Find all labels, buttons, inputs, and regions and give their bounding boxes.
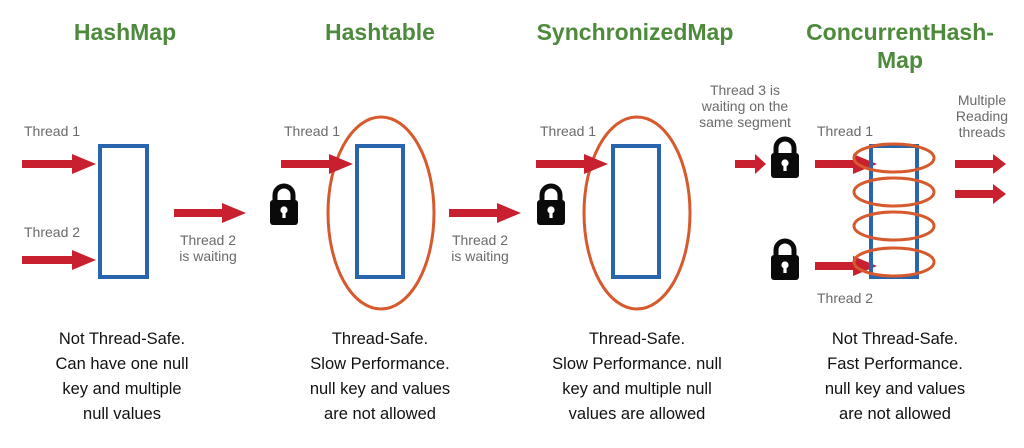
description-line: Can have one null <box>55 355 189 373</box>
synchronizedmap-thread2-waiting-label: Thread 2 is waiting <box>432 232 528 264</box>
label-line: threads <box>958 124 1006 140</box>
arrow-icon <box>174 203 246 223</box>
description-line: Not Thread-Safe. <box>831 330 959 348</box>
label-line: Reading <box>955 108 1009 124</box>
segment-lock-ellipse <box>852 142 936 174</box>
description-line: Fast Performance. <box>827 355 963 373</box>
description-line: Thread-Safe. <box>588 330 686 348</box>
synchronizedmap-lock-ellipse <box>582 115 692 311</box>
hashtable-segment-box <box>355 144 405 279</box>
concurrenthashmap-thread3-label: Thread 3 is waiting on the same segment <box>680 82 810 130</box>
hashtable-section <box>270 115 521 311</box>
concurrenthashmap-thread2-label: Thread 2 <box>817 290 874 306</box>
concurrenthashmap-section <box>735 139 1006 280</box>
hashmap-segment-box <box>98 144 149 279</box>
description-line: key and multiple <box>62 380 182 398</box>
arrow-icon <box>815 154 877 174</box>
label-line: waiting on the <box>701 98 789 114</box>
description-line: values are allowed <box>568 405 706 423</box>
hashtable-lock-ellipse <box>326 115 436 311</box>
lock-icon <box>771 241 799 280</box>
title-concurrenthashmap-line-2: Map <box>877 47 923 73</box>
description-line: are not allowed <box>324 405 436 423</box>
description-line: Thread-Safe. <box>331 330 429 348</box>
description-concurrenthashmap: Not Thread-Safe. Fast Performance. null … <box>775 327 1015 427</box>
synchronizedmap-thread1-label: Thread 1 <box>540 123 597 139</box>
title-hashmap: HashMap <box>73 19 177 45</box>
arrow-icon <box>815 256 877 276</box>
title-concurrenthashmap-line-1: ConcurrentHash- <box>806 19 994 45</box>
segment-lock-ellipse <box>852 176 936 208</box>
description-line: Slow Performance. null <box>552 355 722 373</box>
hashmap-section <box>22 144 246 279</box>
hashmap-thread1-label: Thread 1 <box>24 123 81 139</box>
description-synchronizedmap: Thread-Safe. Slow Performance. null key … <box>517 327 757 427</box>
description-line: key and multiple null <box>562 380 712 398</box>
description-line: null values <box>83 405 161 423</box>
arrow-icon <box>22 154 96 174</box>
hashtable-thread2-waiting-label: Thread 2 is waiting <box>160 232 256 264</box>
arrow-icon <box>449 203 521 223</box>
hashtable-thread1-label: Thread 1 <box>284 123 341 139</box>
label-line: is waiting <box>179 248 237 264</box>
lock-icon <box>537 186 565 225</box>
description-line: are not allowed <box>839 405 951 423</box>
segment-lock-ellipse <box>852 246 936 278</box>
label-line: Thread 3 is <box>709 82 781 98</box>
segment-lock-ellipses <box>852 142 936 278</box>
description-line: null key and values <box>309 380 451 398</box>
label-line: Thread 2 <box>179 232 237 248</box>
title-hashtable: Hashtable <box>325 19 435 45</box>
description-hashmap: Not Thread-Safe. Can have one null key a… <box>2 327 242 427</box>
description-hashtable: Thread-Safe. Slow Performance. null key … <box>260 327 500 427</box>
segment-lock-ellipse <box>852 210 936 242</box>
description-line: Not Thread-Safe. <box>58 330 186 348</box>
description-line: null key and values <box>824 380 966 398</box>
concurrenthashmap-thread1-label: Thread 1 <box>817 123 874 139</box>
description-line: Slow Performance. <box>310 355 450 373</box>
title-concurrenthashmap: ConcurrentHash- Map <box>780 18 1020 74</box>
label-line: is waiting <box>451 248 509 264</box>
label-line: Thread 2 <box>451 232 509 248</box>
lock-icon <box>270 186 298 225</box>
arrow-icon <box>955 154 1006 174</box>
concurrenthashmap-multiple-readers-label: Multiple Reading threads <box>944 92 1020 140</box>
synchronizedmap-section <box>536 115 692 311</box>
arrow-icon <box>955 184 1006 204</box>
label-line: same segment <box>699 114 791 130</box>
arrow-icon <box>536 154 608 174</box>
arrow-icon <box>735 154 766 174</box>
synchronizedmap-segment-box <box>611 144 661 279</box>
arrow-icon <box>22 250 96 270</box>
lock-icon <box>771 139 799 178</box>
arrow-icon <box>281 154 353 174</box>
title-synchronizedmap: SynchronizedMap <box>536 19 734 45</box>
label-line: Multiple <box>957 92 1007 108</box>
hashmap-thread2-label: Thread 2 <box>24 224 81 240</box>
